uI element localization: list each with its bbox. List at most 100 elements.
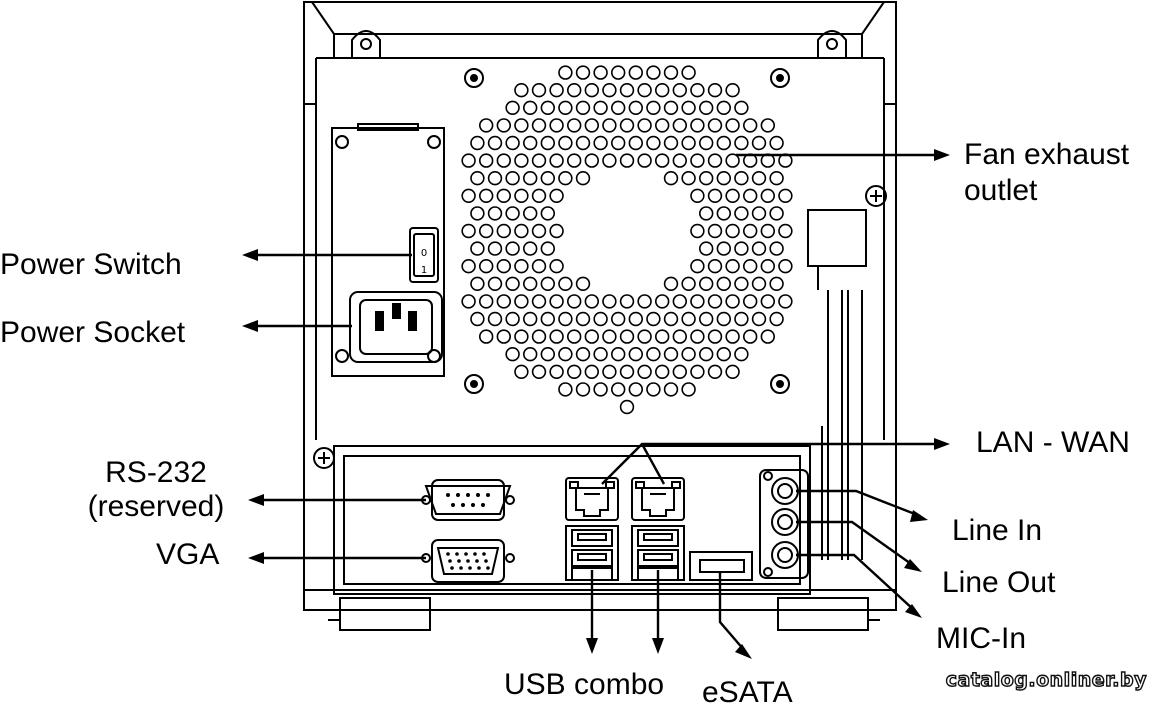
grille-hole (734, 171, 749, 186)
grille-hole (514, 364, 529, 379)
grille-hole (522, 171, 538, 186)
grille-hole (531, 223, 547, 239)
grille-hole (470, 311, 485, 327)
rs232-db9-port (421, 479, 515, 521)
grille-hole (637, 364, 652, 379)
fan-screws (464, 68, 790, 394)
grille-hole (479, 118, 494, 133)
label-lan-wan: LAN - WAN (976, 426, 1130, 459)
grille-hole (584, 364, 599, 379)
grille-hole (716, 241, 731, 256)
grille-hole (760, 329, 775, 344)
grille-hole (681, 100, 696, 116)
grille-hole (505, 347, 520, 362)
grille-hole (654, 364, 670, 379)
grille-hole (698, 135, 714, 151)
power-socket-c14 (349, 291, 443, 363)
grille-hole (479, 153, 494, 168)
grille-hole (707, 223, 723, 239)
grille-hole (707, 329, 723, 344)
grille-hole (725, 118, 740, 133)
grille-hole (540, 311, 555, 327)
grille-hole (531, 294, 547, 309)
grille-hole (575, 171, 591, 186)
grille-hole (725, 364, 740, 379)
grille-hole (531, 82, 547, 98)
grille-hole (514, 223, 529, 239)
leader-line-out (796, 520, 915, 567)
grille-hole (487, 135, 503, 151)
grille-hole (558, 65, 573, 80)
grille-hole (522, 206, 538, 221)
grille-hole (663, 135, 679, 151)
grille-hole (514, 82, 529, 98)
grille-hole (698, 241, 714, 256)
grille-hole (566, 153, 582, 168)
grille-hole (487, 206, 503, 221)
grille-hole (734, 100, 749, 116)
grille-hole (619, 364, 635, 379)
grille-hole (690, 118, 705, 133)
grille-hole (522, 276, 538, 291)
leader-mic-in (796, 553, 915, 611)
grille-hole (751, 241, 767, 256)
grille-hole (769, 276, 784, 291)
grille-hole (522, 241, 538, 256)
grille-hole (778, 259, 793, 274)
grille-hole (496, 188, 511, 204)
grille-hole (558, 382, 573, 397)
grille-hole (742, 294, 758, 309)
grille-hole (716, 347, 731, 362)
grille-hole (540, 276, 555, 291)
grille-hole (628, 100, 643, 116)
grille-hole (619, 153, 635, 168)
grille-hole (619, 82, 635, 98)
grille-hole (742, 223, 758, 239)
grille-hole (716, 206, 731, 221)
grille-hole (575, 276, 591, 291)
grille-hole (602, 82, 617, 98)
grille-hole (663, 382, 679, 397)
grille-hole (725, 82, 740, 98)
grille-hole (778, 294, 793, 309)
grille-hole (593, 382, 608, 397)
grille-hole (734, 347, 749, 362)
leader-line-in (796, 489, 921, 518)
grille-hole (558, 135, 573, 151)
grille-hole (716, 100, 731, 116)
grille-hole (566, 82, 582, 98)
grille-hole (654, 118, 670, 133)
grille-hole (610, 347, 626, 362)
grille-hole (742, 188, 758, 204)
top-mount-tabs (351, 30, 847, 58)
grille-hole (558, 276, 573, 291)
grille-hole (593, 100, 608, 116)
grille-hole (681, 382, 696, 397)
grille-hole (690, 223, 705, 239)
grille-hole (496, 329, 511, 344)
grille-hole (514, 153, 529, 168)
grille-hole (558, 100, 573, 116)
grille-hole (505, 206, 520, 221)
grille-hole (531, 329, 547, 344)
grille-hole (646, 311, 661, 327)
grille-hole (470, 206, 485, 221)
grille-hole (487, 171, 503, 186)
grille-hole (470, 135, 485, 151)
label-fan-exhaust-line1: Fan exhaust (964, 138, 1130, 171)
grille-hole (751, 171, 767, 186)
grille-hole (584, 294, 599, 309)
grille-hole (496, 118, 511, 133)
grille-hole (698, 276, 714, 291)
grille-hole (593, 65, 608, 80)
grille-hole (610, 65, 626, 80)
grille-hole (681, 347, 696, 362)
grille-hole (505, 311, 520, 327)
grille-hole (707, 259, 723, 274)
grille-hole (479, 188, 494, 204)
grille-hole (514, 118, 529, 133)
grille-hole (549, 259, 564, 274)
grille-hole (496, 153, 511, 168)
grille-hole (514, 294, 529, 309)
